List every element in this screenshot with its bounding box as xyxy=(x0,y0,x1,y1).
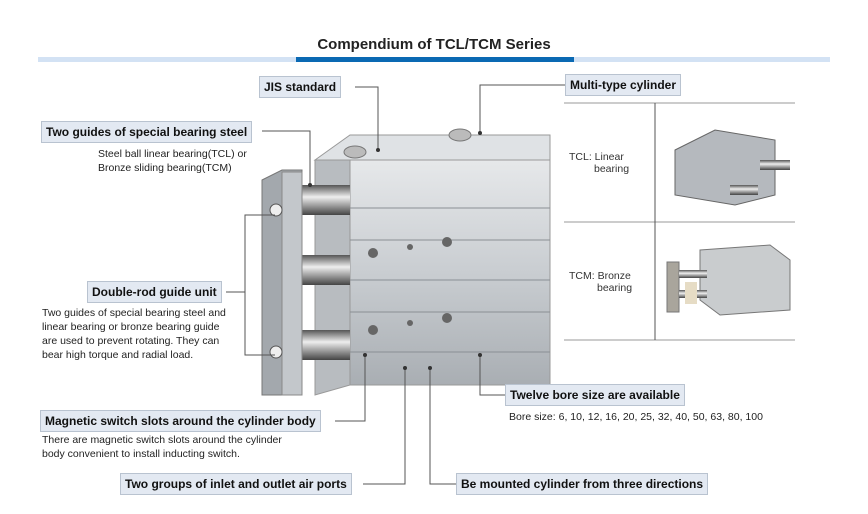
tcl-line1: TCL: Linear xyxy=(569,151,624,163)
desc-line: There are magnetic switch slots around t… xyxy=(42,434,282,446)
mounting-label: Be mounted cylinder from three direction… xyxy=(456,473,709,495)
double-rod-label: Double-rod guide unit xyxy=(87,281,222,303)
tcl-line2: bearing xyxy=(594,163,630,175)
title-divider-accent xyxy=(296,57,574,62)
leader-lines xyxy=(226,84,565,485)
guide-rod-bottom xyxy=(300,330,350,360)
multi-type-label: Multi-type cylinder xyxy=(565,74,682,96)
tcm-line2: bearing xyxy=(597,282,633,294)
tcm-image xyxy=(666,244,791,316)
tcm-line1: TCM: Bronze xyxy=(569,270,631,282)
desc-line: linear bearing or bronze bearing guide xyxy=(42,321,220,333)
piston-rod xyxy=(300,255,350,285)
cylinder-body xyxy=(313,128,551,396)
types-table-grid xyxy=(564,102,795,341)
guide-rod-top xyxy=(300,185,350,215)
double-rod-desc: Two guides of special bearing steel and … xyxy=(42,306,226,362)
two-guides-desc: Steel ball linear bearing(TCL) or Bronze… xyxy=(98,147,247,175)
desc-line: body convenient to install inducting swi… xyxy=(42,448,240,460)
desc-line: Two guides of special bearing steel and xyxy=(42,307,226,319)
tcl-image xyxy=(674,129,790,206)
air-ports-label: Two groups of inlet and outlet air ports xyxy=(120,473,352,495)
tcl-type-label: TCL: Linear bearing xyxy=(569,151,629,175)
desc-line: bear high torque and radial load. xyxy=(42,349,194,361)
desc-line: Steel ball linear bearing(TCL) or xyxy=(98,148,247,160)
magnetic-switch-label: Magnetic switch slots around the cylinde… xyxy=(40,410,321,432)
end-plate xyxy=(261,169,303,396)
two-guides-label: Two guides of special bearing steel xyxy=(41,121,253,143)
bore-sizes-desc: Bore size: 6, 10, 12, 16, 20, 25, 32, 40… xyxy=(509,411,763,423)
tcm-type-label: TCM: Bronze bearing xyxy=(569,270,632,294)
leader-dots xyxy=(308,131,482,370)
magnetic-switch-desc: There are magnetic switch slots around t… xyxy=(42,433,282,461)
page-title: Compendium of TCL/TCM Series xyxy=(317,36,551,53)
desc-line: are used to prevent rotating. They can xyxy=(42,335,220,347)
desc-line: Bronze sliding bearing(TCM) xyxy=(98,162,232,174)
bore-sizes-label: Twelve bore size are available xyxy=(505,384,685,406)
jis-standard-label: JIS standard xyxy=(259,76,342,98)
